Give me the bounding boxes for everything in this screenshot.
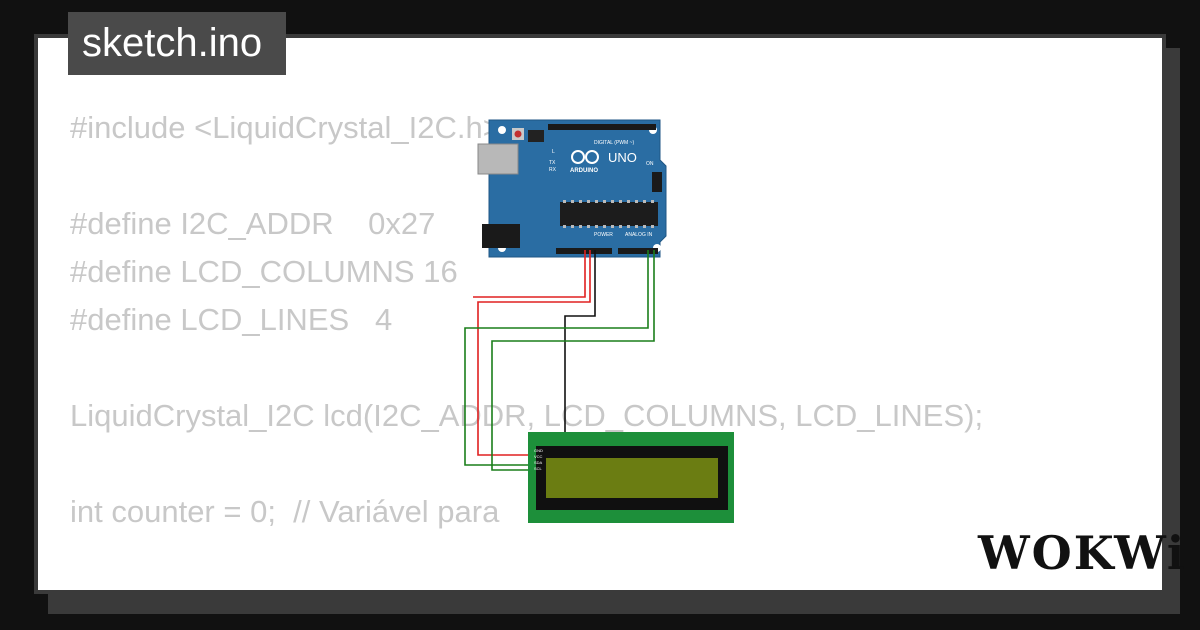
lcd-pin-vcc: VCC (534, 454, 543, 459)
digital-label: DIGITAL (PWM ~) (594, 140, 634, 146)
usb-port (477, 143, 519, 175)
project-title: sketch.ino (68, 12, 286, 75)
wokwi-logo: WOKWi (978, 526, 1187, 580)
code-line: #define LCD_LINES 4 (70, 302, 393, 337)
power-header (556, 248, 612, 254)
tx-label: TX (549, 160, 556, 166)
code-preview: #include <LiquidCrystal_I2C.h> #define I2… (70, 104, 984, 590)
analog-header (618, 248, 658, 254)
wires (464, 250, 655, 471)
lcd-screen (546, 458, 718, 498)
code-line: #define I2C_ADDR 0x27 (70, 206, 436, 241)
wire-scl[interactable] (491, 250, 655, 471)
power-label: POWER (594, 232, 613, 238)
wire-5v[interactable] (473, 250, 586, 298)
lcd-pin-gnd: GND (534, 448, 543, 453)
power-jack (482, 224, 520, 248)
on-led-label: ON (646, 161, 654, 167)
wire-gnd[interactable] (540, 250, 596, 451)
code-line: #define LCD_COLUMNS 16 (70, 254, 458, 289)
lcd-pin-sda: SDA (534, 460, 543, 465)
code-line: LiquidCrystal_I2C lcd(I2C_ADDR, LCD_COLU… (70, 398, 984, 433)
arduino-uno-board[interactable]: UNO ARDUINO DIGITAL (PWM ~) POWER ANALOG… (477, 119, 667, 258)
analog-label: ANALOG IN (625, 232, 653, 238)
code-line: #include <LiquidCrystal_I2C.h> (70, 110, 501, 145)
atmega-chip (560, 202, 658, 226)
digital-header (548, 124, 656, 130)
arduino-logo-icon (571, 150, 599, 164)
rx-label: RX (549, 167, 557, 173)
code-line: int counter = 0; // Variável para (70, 494, 500, 529)
l-led-label: L (552, 149, 555, 155)
wire-vcc[interactable] (477, 250, 591, 456)
arduino-brand-label: ARDUINO (570, 168, 598, 174)
lcd-i2c-module[interactable]: GND VCC SDA SCL (528, 432, 734, 523)
uno-label: UNO (608, 150, 637, 165)
lcd-pin-scl: SCL (534, 466, 543, 471)
wire-sda[interactable] (464, 250, 649, 466)
